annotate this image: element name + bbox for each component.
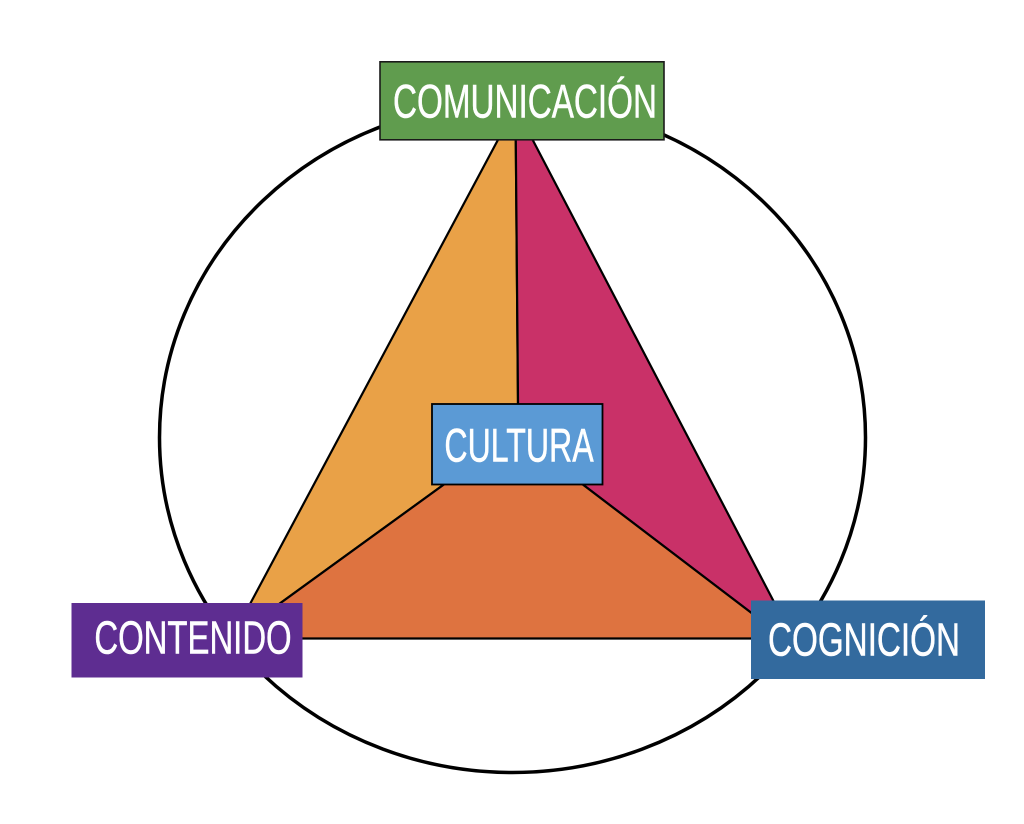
svg-text:CULTURA: CULTURA bbox=[444, 418, 593, 472]
svg-text:COGNICIÓN: COGNICIÓN bbox=[768, 614, 960, 666]
svg-text:CONTENIDO: CONTENIDO bbox=[94, 613, 291, 664]
svg-text:COMUNICACIÓN: COMUNICACIÓN bbox=[393, 75, 657, 128]
